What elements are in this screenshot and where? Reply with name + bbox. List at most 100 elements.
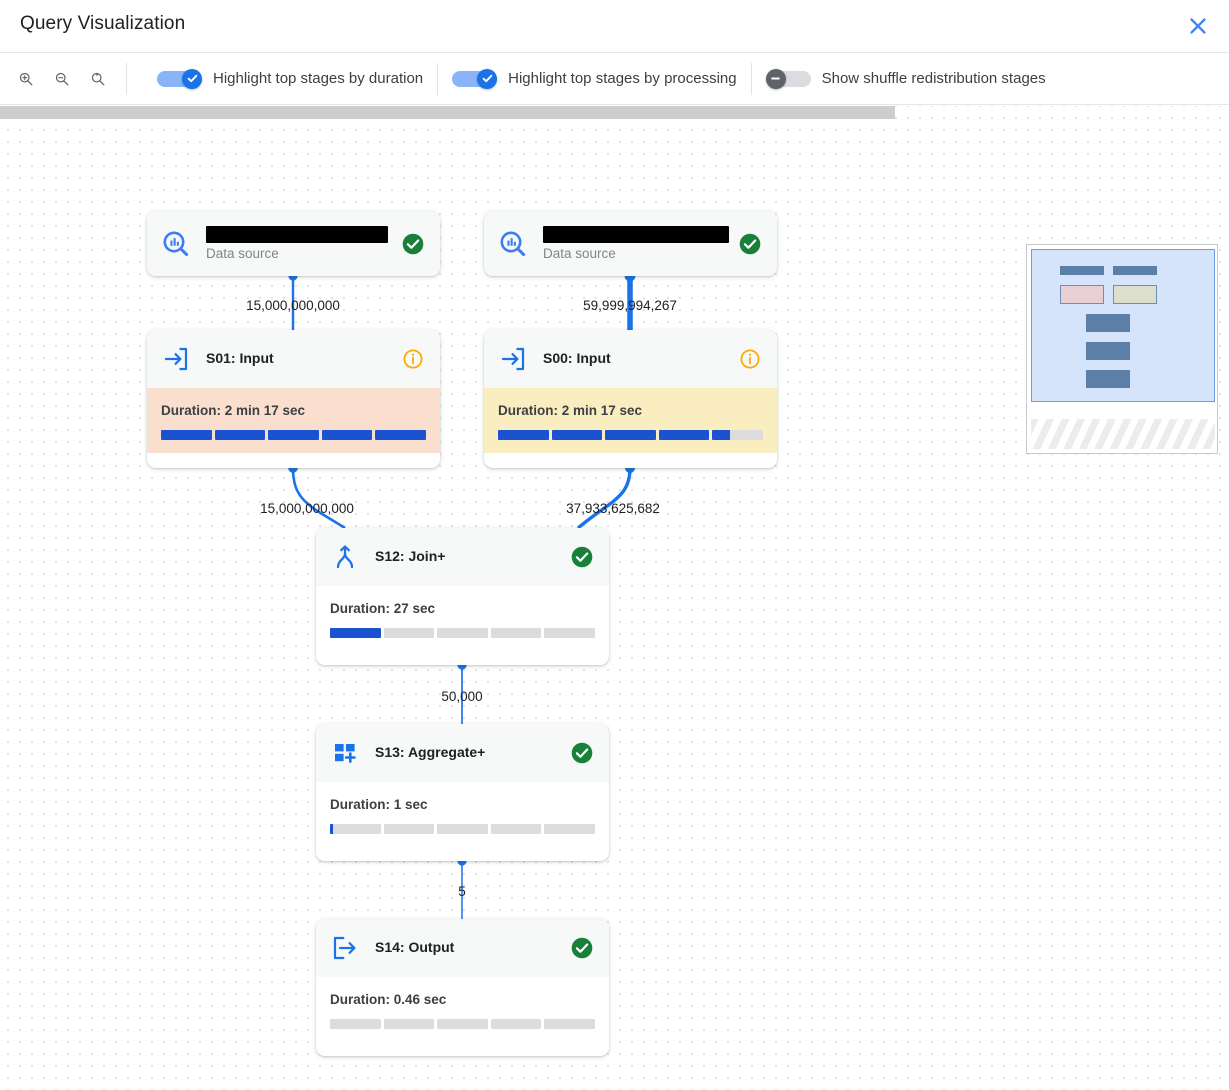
check-circle-icon [571, 546, 593, 568]
zoom-out-button[interactable] [48, 65, 76, 93]
switch-knob [477, 68, 498, 89]
check-circle-icon [571, 742, 593, 764]
toggle-highlight-processing[interactable]: Highlight top stages by processing [452, 68, 737, 89]
node-body: Duration: 2 min 17 sec [147, 388, 440, 453]
status-badge-info[interactable] [737, 346, 763, 372]
node-body: Duration: 0.46 sec [316, 977, 609, 1042]
info-circle-icon [403, 349, 423, 369]
node-title-wrap: S13: Aggregate+ [375, 744, 569, 762]
input-arrow-icon [497, 343, 529, 375]
duration-bar-track [330, 1019, 595, 1029]
toolbar: Highlight top stages by duration Highlig… [0, 52, 1229, 105]
node-header: S13: Aggregate+ [316, 724, 609, 782]
duration-label: Duration: 2 min 17 sec [498, 403, 643, 418]
toggle-highlight-duration-label: Highlight top stages by duration [213, 70, 424, 87]
check-circle-icon [739, 233, 761, 254]
bigquery-datasource-icon [160, 228, 192, 260]
minimap-node-s12 [1086, 314, 1130, 332]
edge-label-s00-s12: 37,933,625,682 [566, 501, 660, 516]
node-title-wrap: Data source [543, 226, 737, 261]
node-subtitle: Data source [206, 246, 279, 261]
node-stage-s01[interactable]: S01: Input Duration: 2 min 17 sec [147, 330, 440, 468]
duration-label: Duration: 1 sec [330, 797, 428, 812]
toolbar-divider-2 [437, 62, 439, 95]
zoom-reset-button[interactable] [84, 65, 112, 93]
node-header: Data source [484, 211, 777, 276]
node-title-wrap: S00: Input [543, 350, 737, 368]
edge-s00-s12 [576, 467, 632, 530]
node-title: S14: Output [375, 939, 455, 955]
status-badge-success [569, 935, 595, 961]
edge-label-dsright-s00: 59,999,994,267 [583, 298, 677, 313]
status-badge-success [737, 231, 763, 257]
graph-minimap[interactable] [1026, 244, 1218, 454]
minus-icon [771, 77, 780, 80]
duration-bar-fill [330, 628, 383, 638]
node-datasource-left[interactable]: Data source [147, 211, 440, 276]
join-icon [329, 541, 361, 573]
node-stage-s13[interactable]: S13: Aggregate+ Duration: 1 sec [316, 724, 609, 861]
node-title-wrap: S01: Input [206, 350, 400, 368]
output-arrow-icon [329, 932, 361, 964]
node-header: S12: Join+ [316, 528, 609, 586]
horizontal-scrollbar-thumb[interactable] [0, 106, 895, 119]
duration-bar [330, 628, 595, 638]
redacted-datasource-name [543, 226, 729, 243]
minimap-hatched-area [1031, 419, 1215, 449]
duration-bar [161, 430, 426, 440]
status-badge-info[interactable] [400, 346, 426, 372]
duration-label: Duration: 0.46 sec [330, 992, 447, 1007]
duration-bar [330, 824, 595, 834]
duration-bar [498, 430, 763, 440]
node-header: S01: Input [147, 330, 440, 388]
close-button[interactable] [1179, 8, 1217, 44]
bigquery-datasource-icon [497, 228, 529, 260]
status-badge-success [400, 231, 426, 257]
zoom-in-button[interactable] [12, 65, 40, 93]
node-body: Duration: 1 sec [316, 782, 609, 847]
duration-bar-fill [161, 430, 426, 440]
node-datasource-right[interactable]: Data source [484, 211, 777, 276]
edge-label-s12-s13: 50,000 [441, 689, 483, 704]
node-title-wrap: S14: Output [375, 939, 569, 957]
aggregate-icon [329, 737, 361, 769]
toolbar-divider-3 [750, 62, 752, 95]
horizontal-scrollbar[interactable] [0, 106, 1229, 119]
toggle-show-shuffle-switch[interactable] [765, 68, 811, 89]
toggle-highlight-duration-switch[interactable] [157, 68, 202, 89]
node-title: S12: Join+ [375, 548, 446, 564]
duration-bar-fill [498, 430, 730, 440]
minimap-node-datasource-right [1113, 266, 1157, 275]
node-title-wrap: S12: Join+ [375, 548, 569, 566]
minimap-node-s13 [1086, 342, 1130, 360]
node-subtitle: Data source [543, 246, 616, 261]
toggle-highlight-processing-switch[interactable] [452, 68, 498, 89]
node-title: S13: Aggregate+ [375, 744, 486, 760]
zoom-in-icon [19, 72, 33, 85]
edge-label-s01-s12: 15,000,000,000 [260, 501, 354, 516]
minimap-node-s14 [1086, 370, 1130, 388]
toggle-highlight-duration[interactable]: Highlight top stages by duration [157, 68, 424, 89]
node-stage-s12[interactable]: S12: Join+ Duration: 27 sec [316, 528, 609, 665]
check-icon [482, 74, 492, 83]
toggle-show-shuffle-label: Show shuffle redistribution stages [821, 70, 1046, 87]
node-title: S01: Input [206, 350, 274, 366]
node-stage-s00[interactable]: S00: Input Duration: 2 min 17 sec [484, 330, 777, 468]
duration-label: Duration: 2 min 17 sec [161, 403, 306, 418]
info-circle-icon [740, 349, 760, 369]
node-header: S14: Output [316, 919, 609, 977]
status-badge-success [569, 544, 595, 570]
check-circle-icon [571, 937, 593, 959]
zoom-reset-icon [91, 72, 105, 85]
close-icon [1190, 18, 1206, 34]
toggle-show-shuffle[interactable]: Show shuffle redistribution stages [765, 68, 1046, 89]
duration-bar [330, 1019, 595, 1029]
node-body: Duration: 2 min 17 sec [484, 388, 777, 453]
check-icon [187, 74, 197, 83]
node-title: S00: Input [543, 350, 611, 366]
node-header: S00: Input [484, 330, 777, 388]
duration-bar-fill [330, 824, 334, 834]
node-stage-s14[interactable]: S14: Output Duration: 0.46 sec [316, 919, 609, 1056]
duration-label: Duration: 27 sec [330, 601, 436, 616]
graph-canvas[interactable]: 15,000,000,000 59,999,994,267 15,000,000… [0, 106, 1229, 1090]
